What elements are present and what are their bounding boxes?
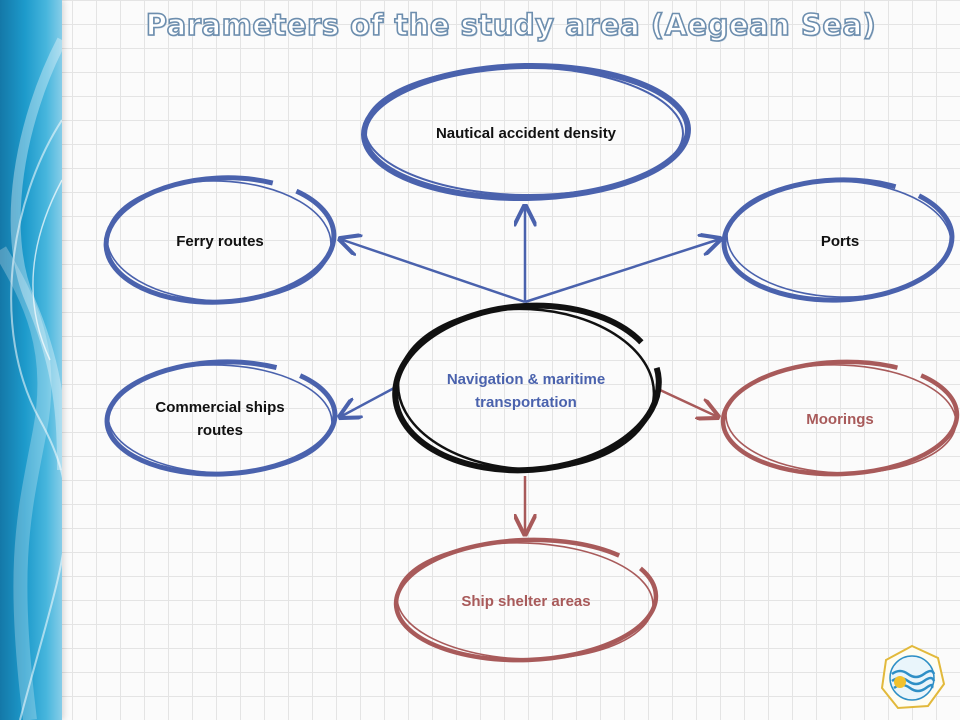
node-moorings-label: Moorings: [806, 410, 874, 428]
node-nautical-shape: [361, 62, 691, 202]
page-title: Parameters of the study area (Aegean Sea…: [145, 7, 877, 43]
connector-ports: [524, 239, 720, 304]
node-commercial-label: Commercial ships routes: [155, 399, 285, 439]
node-moorings-shape: [720, 359, 960, 477]
node-center-label: Navigation & maritime transportation: [446, 371, 606, 411]
node-ports-shape: [721, 177, 955, 303]
node-commercial-shape: [104, 359, 338, 477]
sidebar-decoration: [0, 0, 62, 720]
connector-moorings: [659, 388, 718, 417]
node-ports-label: Ports: [820, 232, 860, 250]
connector-commercial: [340, 385, 397, 417]
connectors: [340, 206, 720, 534]
institution-logo-icon: [880, 644, 946, 710]
node-nautical-label: Nautical accident density: [435, 124, 617, 142]
connector-ferry: [340, 239, 526, 304]
node-shelter-label: Ship shelter areas: [461, 592, 591, 610]
node-ferry-label: Ferry routes: [176, 232, 264, 250]
node-center-shape: [392, 302, 662, 474]
node-ferry-shape: [103, 175, 337, 305]
wave-decoration: [0, 37, 62, 720]
node-shelter-shape: [393, 537, 659, 663]
